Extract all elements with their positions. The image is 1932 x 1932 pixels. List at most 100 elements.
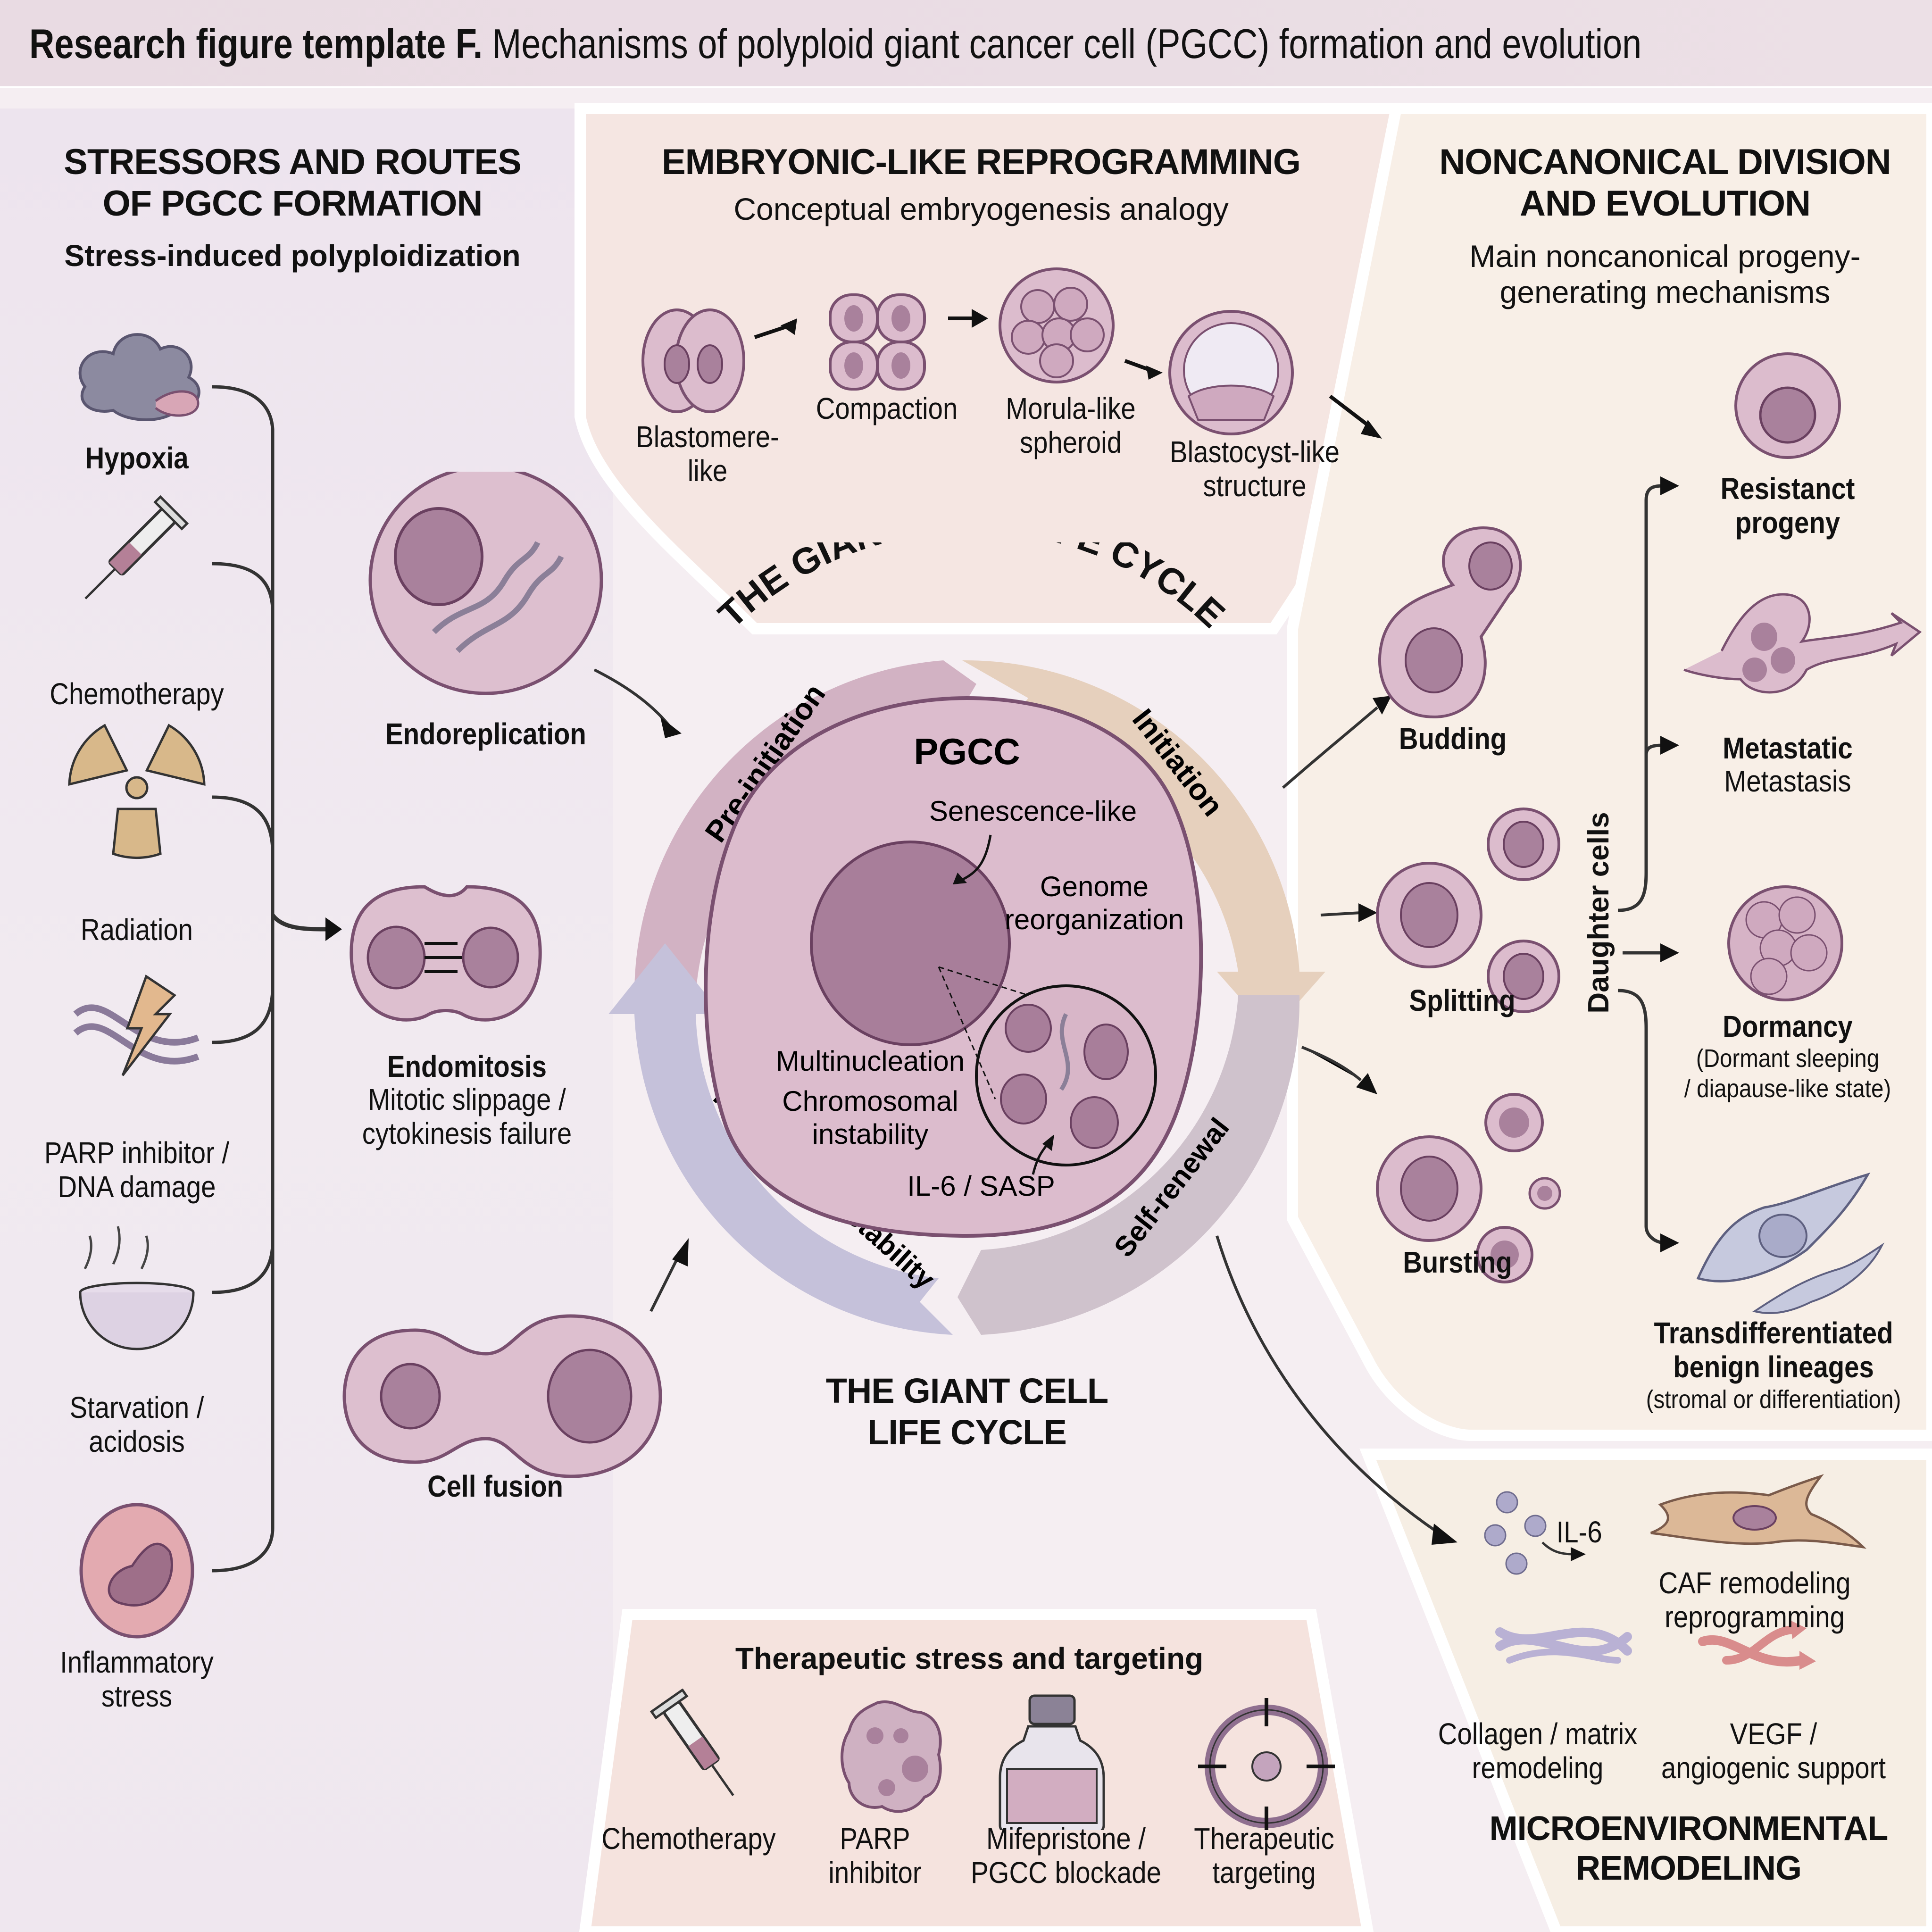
stressor-label-inflammatory: Inflammatory stress (33, 1645, 241, 1713)
collagen-label-line2: remodeling (1472, 1751, 1604, 1785)
il6-particles-icon (1484, 1491, 1586, 1575)
stage-blastocyst-line2: structure (1203, 469, 1307, 503)
embryo-stages (641, 267, 1382, 439)
stressor-label-starvation-line1: Starvation / (69, 1391, 204, 1424)
noncanonical-graphics (1282, 352, 1922, 1314)
morula-icon (999, 267, 1115, 383)
dna-icon (1059, 1013, 1070, 1091)
therapy-parp-line2: inhibitor (828, 1856, 922, 1890)
life-cycle-bottom-title-line1: THE GIANT CELL (825, 1371, 1109, 1410)
stage-label-blastocyst: Blastocyst-like structure (1147, 435, 1363, 503)
cin-label-line2: instability (812, 1118, 929, 1150)
fate-transdiff-sub: (stromal or differentiation) (1646, 1385, 1901, 1414)
endomitosis-sub-line1: Mitotic slippage / (368, 1083, 566, 1116)
caf-label-line1: CAF remodeling (1658, 1566, 1851, 1600)
fate-resistant-line2: progeny (1735, 506, 1840, 540)
collagen-label-line1: Collagen / matrix (1438, 1717, 1638, 1751)
microenv-heading-line2: REMODELING (1575, 1849, 1802, 1887)
microenv-panel-bg (1359, 1449, 1932, 1932)
life-cycle-bottom-title-line2: LIFE CYCLE (867, 1413, 1067, 1452)
transdifferentiated-cell-icon (1696, 1172, 1885, 1314)
therapy-mifepristone-line1: Mifepristone / (986, 1822, 1146, 1856)
stressor-label-hypoxia: Hypoxia (85, 441, 189, 475)
therapy-targeting-line1: Therapeutic (1194, 1822, 1334, 1856)
pgcc-cell (704, 696, 1203, 1238)
stressor-label-radiation: Radiation (81, 913, 193, 947)
phase-arrow-termination (608, 943, 953, 1335)
dna-lightning-icon (73, 974, 200, 1076)
route-graphics (342, 472, 689, 1478)
microenv-arrow (1216, 1235, 1457, 1545)
fate-transdifferentiated: Transdifferentiated benign lineages (1641, 1316, 1906, 1384)
syringe-icon (650, 1689, 734, 1796)
figure-title-rest: Mechanisms of polyploid giant cancer cel… (483, 20, 1642, 67)
microenv-graphics (1484, 1474, 1867, 1670)
stressor-label-starvation-line2: acidosis (89, 1424, 185, 1458)
target-icon (1198, 1698, 1335, 1830)
therapy-label-chemotherapy: Chemotherapy (601, 1822, 776, 1856)
noncanonical-heading-line2: AND EVOLUTION (1519, 183, 1811, 224)
stage-label-morula: Morula-like spheroid (979, 391, 1162, 459)
genome-label-line1: Genome (1040, 871, 1149, 902)
therapy-panel-bg (579, 1609, 1374, 1932)
therapy-parp-line1: PARP (840, 1822, 910, 1856)
vegf-label-line2: angiogenic support (1661, 1751, 1886, 1785)
figure-title-bold: Research figure template F. (29, 20, 483, 67)
resistant-progeny-icon (1734, 352, 1841, 459)
cin-label-line1: Chromosomal (782, 1085, 958, 1117)
bursting-cell-icon (1376, 1093, 1561, 1283)
vegf-label-line1: VEGF / (1730, 1717, 1817, 1751)
embryonic-heading: EMBRYONIC-LIKE REPROGRAMMING (661, 142, 1301, 182)
daughter-cells-label: Daughter cells (1582, 812, 1615, 1014)
noncanonical-sub-line1: Main noncanonical progeny- (1469, 239, 1861, 274)
multinucleation-label: Multinucleation (776, 1045, 965, 1077)
sasp-label: IL-6 / SASP (907, 1170, 1055, 1202)
stage-blastomere-line1: Blastomere- (636, 420, 779, 454)
blastocyst-icon (1168, 310, 1294, 435)
therapy-label-targeting: Therapeutic targeting (1169, 1822, 1360, 1890)
life-cycle-diagram: THE GIANT CELL LIFE CYCLE Pre-initiation… (608, 542, 1325, 1335)
fate-transdiff-line2: benign lineages (1673, 1350, 1874, 1384)
cell-fusion-cell (342, 1314, 662, 1478)
stressors-subheading: Stress-induced polyploidization (64, 239, 521, 273)
stage-blastocyst-line1: Blastocyst-like (1170, 435, 1340, 469)
microenv-heading-line1: MICROENVIRONMENTAL (1489, 1810, 1889, 1848)
endomitosis-sub-line2: cytokinesis failure (362, 1116, 572, 1150)
phase-arrow-initiation (962, 660, 1325, 1033)
stage-morula-line2: spheroid (1019, 425, 1122, 459)
life-cycle-arc-title: THE GIANT CELL LIFE CYCLE (710, 542, 1233, 635)
stressor-label-parp-line2: DNA damage (58, 1170, 216, 1204)
collagen-fiber-icon (1495, 1627, 1632, 1664)
stressor-label-chemotherapy: Chemotherapy (50, 677, 224, 711)
fate-transdiff-line1: Transdifferentiated (1654, 1316, 1893, 1350)
embryonic-subheading: Conceptual embryogenesis analogy (733, 192, 1229, 226)
vegf-vessel-icon (1698, 1620, 1816, 1670)
stage-morula-line1: Morula-like (1006, 391, 1136, 425)
parp-cell-icon (841, 1700, 942, 1813)
noncanonical-sub-line2: generating mechanisms (1499, 275, 1831, 309)
figure-title: Research figure template F. Mechanisms o… (29, 18, 1641, 70)
mechanism-label-splitting: Splitting (1409, 983, 1516, 1017)
senescence-label: Senescence-like (929, 795, 1137, 827)
therapy-mifepristone-line2: PGCC blockade (971, 1856, 1161, 1890)
vial-icon (999, 1694, 1105, 1830)
caf-cell-icon (1646, 1474, 1867, 1549)
metastatic-cell-icon (1683, 593, 1922, 694)
stage-label-blastomere: Blastomere- like (616, 420, 799, 488)
stressor-label-starvation: Starvation / acidosis (33, 1391, 241, 1458)
life-cycle-bottom-title: THE GIANT CELL LIFE CYCLE (755, 1370, 1179, 1453)
fate-metastatic-title: Metastatic (1723, 731, 1853, 765)
dna-icon (432, 541, 541, 634)
stage-blastomere-line2: like (687, 454, 728, 488)
stage-label-compaction: Compaction (816, 391, 958, 425)
stressors-heading-line2: OF PGCC FORMATION (102, 183, 483, 224)
microenv-heading: MICROENVIRONMENTAL REMODELING (1453, 1809, 1924, 1888)
noncanonical-heading-line1: NONCANONICAL DIVISION (1439, 142, 1891, 182)
budding-cell-icon (1378, 526, 1522, 719)
noncanonical-subheading: Main noncanonical progeny- generating me… (1415, 238, 1915, 310)
therapy-icons (650, 1689, 1335, 1830)
splitting-cell-icon (1376, 808, 1560, 1013)
therapy-label-parp: PARP inhibitor (790, 1822, 960, 1890)
vegf-label: VEGF / angiogenic support (1649, 1717, 1898, 1785)
fate-dormancy-sub: (Dormant sleeping / diapause-like state) (1675, 1043, 1899, 1104)
